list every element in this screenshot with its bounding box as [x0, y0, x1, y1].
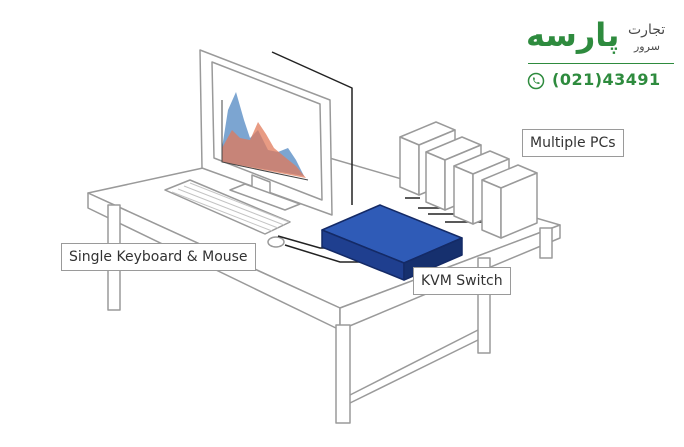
- brand-tagline-1: تجارت: [628, 22, 666, 38]
- pc-towers: [399, 121, 538, 239]
- brand-name: پارسه: [526, 16, 620, 54]
- brand-tagline-2: سرور: [634, 40, 660, 53]
- phone-number: (021)43491: [552, 70, 661, 89]
- screen-chart: [221, 92, 309, 181]
- desk-crossbar-2: [349, 339, 479, 404]
- brand-logo: پارسه تجارت سرور (021)43491: [520, 8, 680, 100]
- keyboard-keys: [171, 182, 290, 232]
- mouse: [267, 236, 285, 248]
- chart-area-orange: [222, 122, 306, 178]
- label-single-keyboard-mouse: Single Keyboard & Mouse: [61, 243, 256, 271]
- label-kvm-switch: KVM Switch: [413, 267, 511, 295]
- pc-tower-4: [481, 164, 538, 239]
- chart-axis: [221, 100, 309, 181]
- desk-leg-back: [539, 227, 553, 259]
- brand-divider: [528, 63, 674, 64]
- desk-crossbar: [349, 329, 479, 396]
- monitor-base: [229, 183, 301, 211]
- label-multiple-pcs: Multiple PCs: [522, 129, 624, 157]
- phone-icon: [527, 72, 545, 90]
- monitor-cable: [271, 51, 353, 205]
- desk-leg-front: [335, 324, 351, 424]
